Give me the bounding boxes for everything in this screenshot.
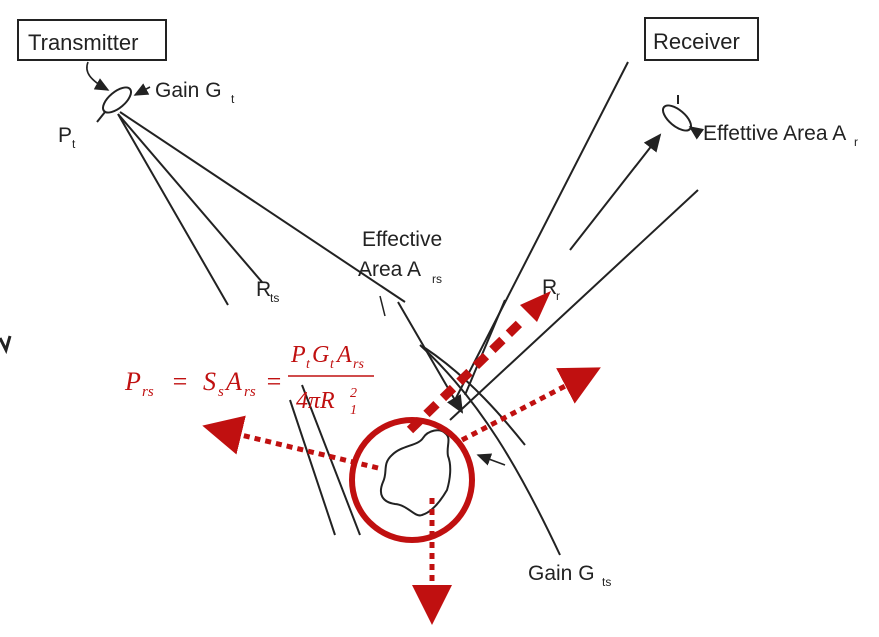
scatter-arrows [202,367,601,625]
transmitter-power-label: P [58,124,72,147]
eq-den-sub: 1 [350,403,357,418]
eq-den-sup: 2 [350,386,357,401]
scatter-arrow-left [202,415,379,471]
scatter-arrow-right [460,367,601,443]
receiver-box-label: Receiver [653,29,740,54]
transmitter-power-sub: t [72,137,76,151]
effective-area-pointer [379,295,386,317]
transmitter-gain-sub: t [231,92,235,106]
eq-num-a: A [335,342,352,368]
eq-lhs-sub: rs [142,384,154,400]
eq-mid2: A [224,367,242,396]
range-ts-sub: ts [270,291,279,305]
eq-num-p: P [290,342,306,368]
target-gain-sub: ts [602,575,611,589]
effective-area-sub: rs [432,272,442,286]
edge-mark [0,335,12,355]
receiver-beam [449,61,699,421]
eq-num-g-sub: t [330,357,335,372]
transmitter-box: Transmitter [17,19,167,61]
eq-lhs: P [124,367,141,396]
eq-num-p-sub: t [306,357,311,372]
received-power-equation: P rs = S s A rs = P t G t A rs 4πR 2 1 [124,325,408,418]
range-r-sub: r [556,289,560,303]
receiver-area-sub: r [854,135,858,149]
eq-den: 4πR [296,388,335,414]
scatter-region-circle [349,417,475,543]
transmitter-gain-label: Gain G [155,79,222,102]
scatter-target-icon [379,429,452,517]
target-surface-lines [419,344,561,556]
eq-mid: S [203,367,216,396]
transmitter-box-label: Transmitter [28,30,138,55]
eq-num-g: G [312,342,329,368]
eq-equals-2: = [265,367,283,396]
eq-mid2-sub: rs [244,384,256,400]
range-r-label: R [542,276,557,299]
target-gain-pointer [476,453,506,466]
target-gain-label: Gain G [528,562,595,585]
receiver-box: Receiver [644,17,759,61]
eq-mid-sub: s [218,384,224,400]
receiver-dish-icon [661,95,705,140]
receiver-area-label: Effettive Area A [703,122,846,145]
eq-equals-1: = [171,367,189,396]
eq-num-a-sub: rs [353,357,364,372]
scatter-arrow-to-receiver [406,291,551,434]
transmitter-dish-icon [86,61,151,123]
effective-area-line1: Effective [362,228,442,251]
effective-area-line2: Area A [358,258,421,281]
range-ts-label: R [256,278,271,301]
